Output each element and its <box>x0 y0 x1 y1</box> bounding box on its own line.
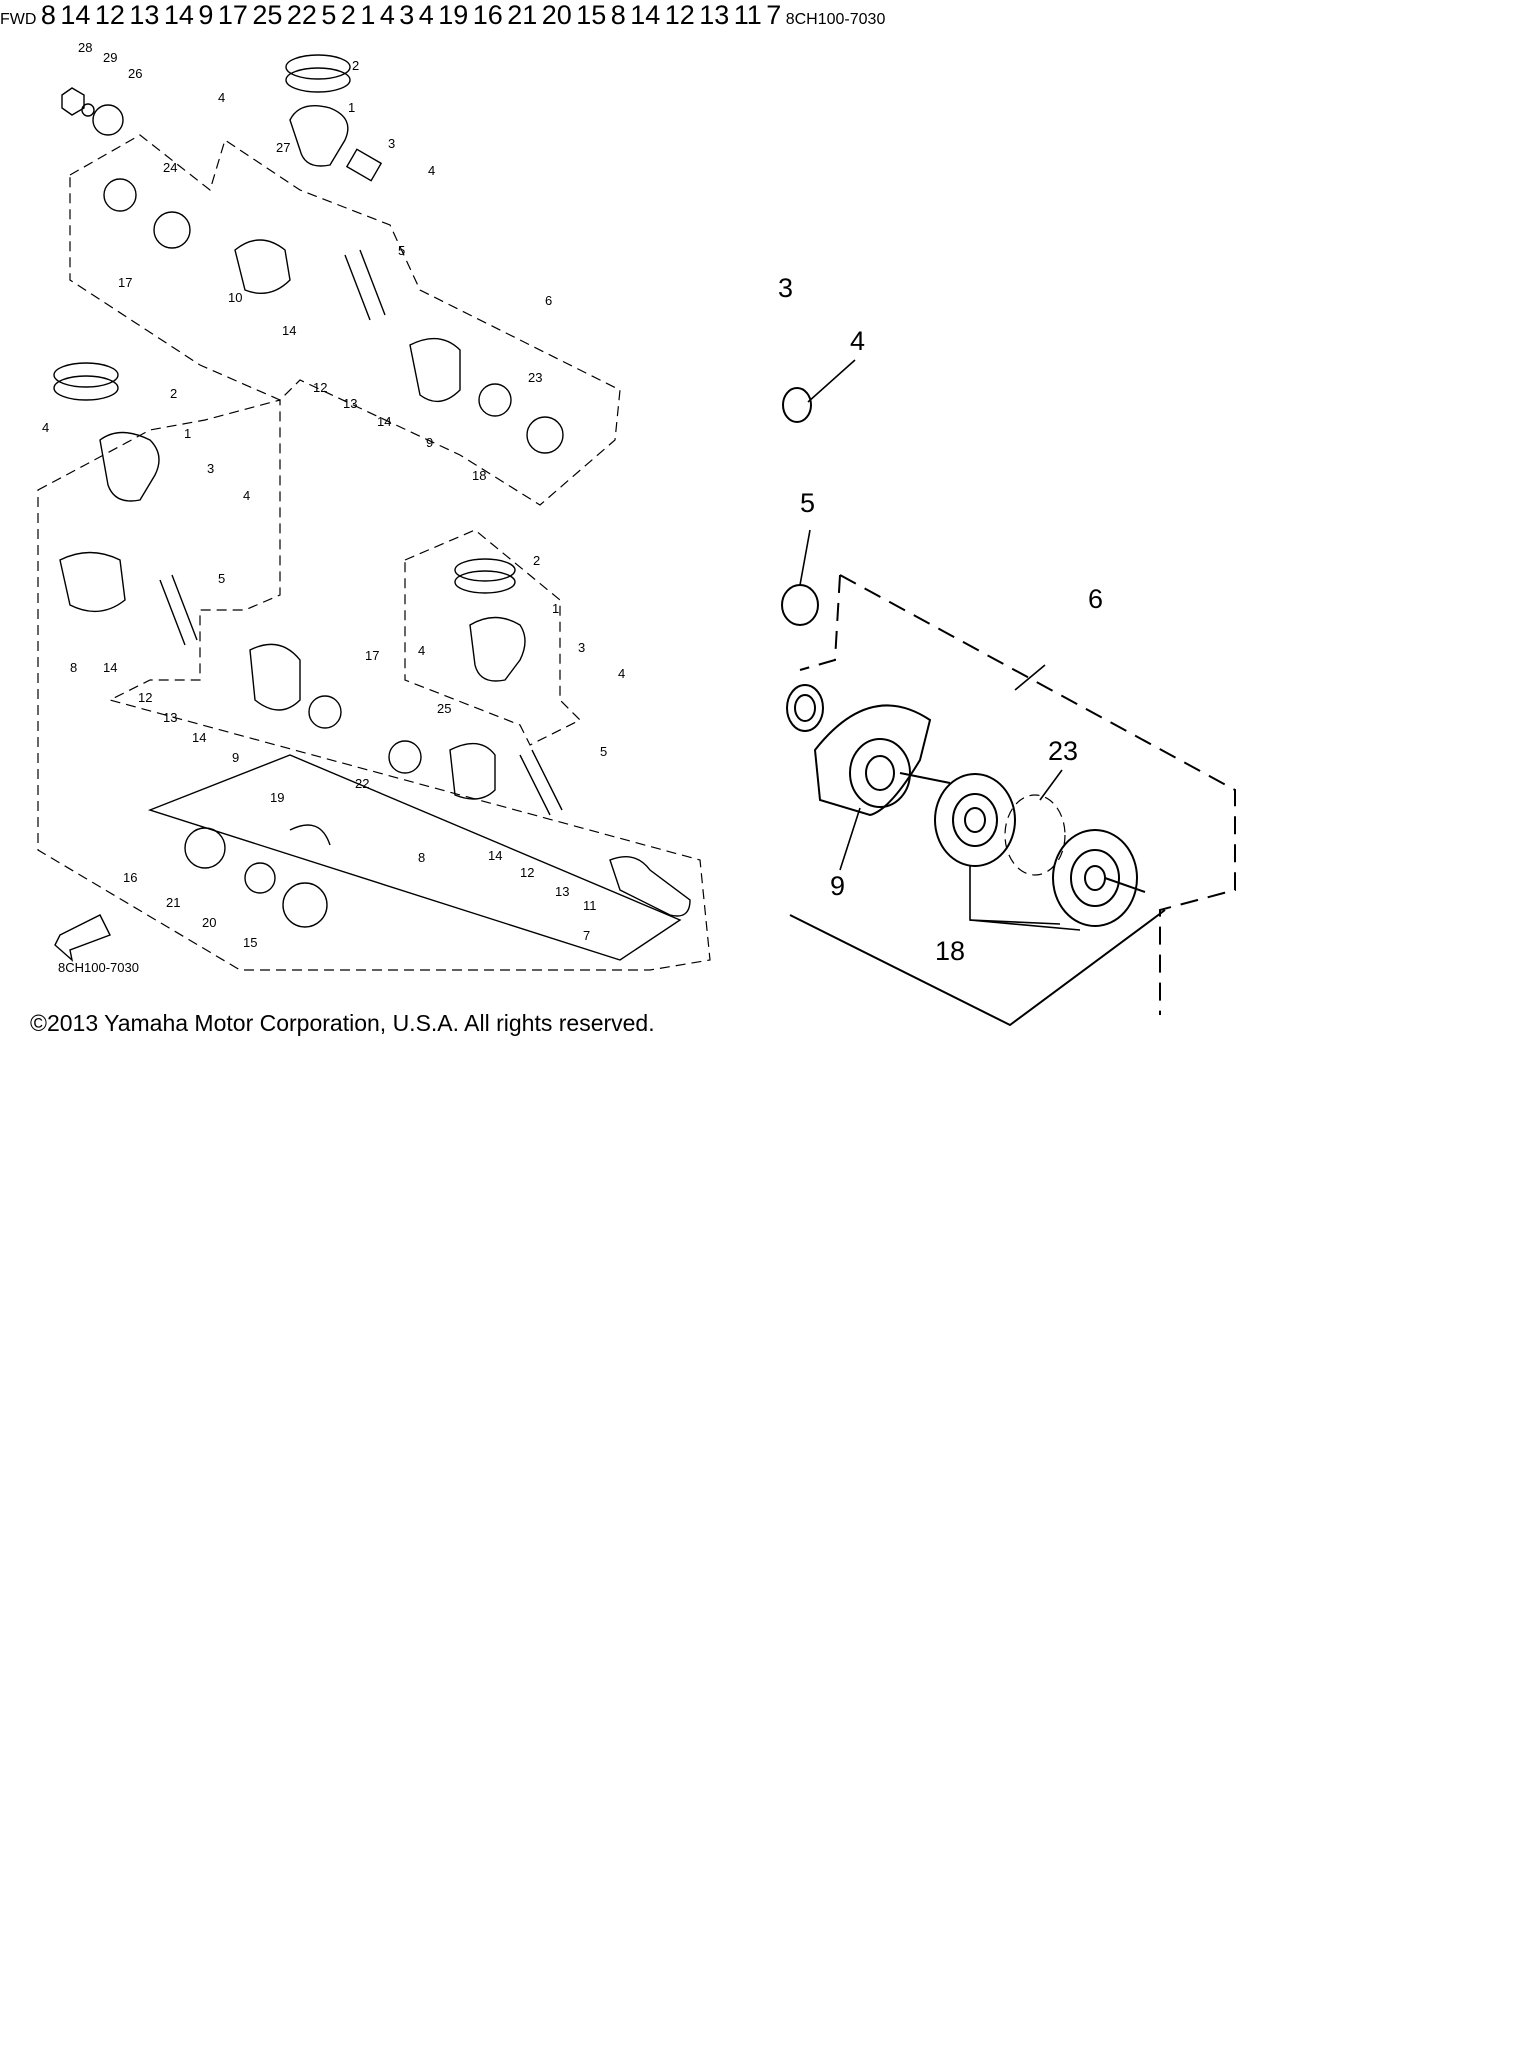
callout-3: 3 <box>207 461 214 476</box>
callout-4: 4 <box>42 420 49 435</box>
callout-1: 1 <box>184 426 191 441</box>
callout-4: 4 <box>418 643 425 658</box>
callout-27: 27 <box>276 140 290 155</box>
callout-17: 17 <box>118 275 132 290</box>
callout-14: 14 <box>630 0 661 30</box>
callout-4: 4 <box>428 163 435 178</box>
callout-14: 14 <box>192 730 206 745</box>
callout-5: 5 <box>600 744 607 759</box>
callout-10: 10 <box>228 290 242 305</box>
callout-9: 9 <box>232 750 239 765</box>
callout-17: 17 <box>365 648 379 663</box>
callout-16: 16 <box>472 0 503 30</box>
callout-12: 12 <box>313 380 327 395</box>
callout-11: 11 <box>583 898 597 913</box>
callout-11: 11 <box>733 0 762 30</box>
fwd-label: FWD <box>0 11 37 28</box>
callout-8: 8 <box>40 0 56 30</box>
callout-9: 9 <box>426 435 433 450</box>
callout-6: 6 <box>1088 584 1103 614</box>
callout-14: 14 <box>282 323 296 338</box>
detail-view-upper: 3 4 5 6 9 23 18 <box>778 273 1236 1027</box>
callout-13: 13 <box>129 0 160 30</box>
callout-25: 25 <box>437 701 451 716</box>
callout-15: 15 <box>576 0 607 30</box>
detail-view-lower: FWD 8 14 12 13 14 9 17 25 22 5 2 1 4 3 4… <box>0 0 886 30</box>
callout-12: 12 <box>94 0 125 30</box>
callout-19: 19 <box>270 790 284 805</box>
callout-8: 8 <box>610 0 626 30</box>
overview-diagram: 28 29 26 2 4 1 27 3 4 24 17 5 10 6 14 12… <box>37 40 711 975</box>
callout-7: 7 <box>583 928 590 943</box>
callout-1: 1 <box>348 100 355 115</box>
callout-1: 1 <box>360 0 376 30</box>
callout-25: 25 <box>252 0 283 30</box>
callout-3: 3 <box>399 0 415 30</box>
callout-29: 29 <box>103 50 117 65</box>
callout-12: 12 <box>664 0 695 30</box>
crop-partial-label-17: 17 <box>217 0 248 30</box>
callout-6: 6 <box>545 293 552 308</box>
callout-2: 2 <box>340 0 356 30</box>
callout-19: 19 <box>438 0 469 30</box>
callout-5: 5 <box>321 0 337 30</box>
callout-13: 13 <box>163 710 177 725</box>
callout-14: 14 <box>488 848 502 863</box>
crop-partial-label: 3 <box>778 273 793 303</box>
callout-8: 8 <box>418 850 425 865</box>
callout-14: 14 <box>60 0 91 30</box>
callout-20: 20 <box>541 0 572 30</box>
callout-22: 22 <box>355 776 369 791</box>
callout-21: 21 <box>166 895 180 910</box>
callout-5: 5 <box>800 488 815 518</box>
callout-13: 13 <box>343 396 357 411</box>
callout-26: 26 <box>128 66 142 81</box>
callout-28: 28 <box>78 40 92 55</box>
callout-4: 4 <box>418 0 434 30</box>
callout-4: 4 <box>243 488 250 503</box>
callout-3: 3 <box>578 640 585 655</box>
fwd-arrow-icon: FWD <box>0 11 41 28</box>
callout-4: 4 <box>218 90 225 105</box>
diagram-code-small: 8CH100-7030 <box>58 960 139 975</box>
callout-7: 7 <box>766 0 782 30</box>
callout-23: 23 <box>1048 736 1078 766</box>
callout-5: 5 <box>398 243 405 258</box>
callout-23: 23 <box>528 370 542 385</box>
callout-15: 15 <box>243 935 257 950</box>
callout-1: 1 <box>552 601 559 616</box>
diagram-code: 8CH100-7030 <box>785 11 886 28</box>
copyright-notice: ©2013 Yamaha Motor Corporation, U.S.A. A… <box>30 1010 655 1036</box>
callout-20: 20 <box>202 915 216 930</box>
callout-4: 4 <box>618 666 625 681</box>
callout-12: 12 <box>520 865 534 880</box>
callout-12: 12 <box>138 690 152 705</box>
callout-9: 9 <box>198 0 214 30</box>
callout-21: 21 <box>507 0 538 30</box>
callout-4: 4 <box>379 0 395 30</box>
callout-13: 13 <box>555 884 569 899</box>
callout-14: 14 <box>377 414 391 429</box>
callout-18: 18 <box>935 936 965 966</box>
callout-2: 2 <box>533 553 540 568</box>
callout-13: 13 <box>699 0 730 30</box>
callout-14: 14 <box>103 660 117 675</box>
callout-5: 5 <box>218 571 225 586</box>
callout-18: 18 <box>472 468 486 483</box>
callout-2: 2 <box>352 58 359 73</box>
callout-16: 16 <box>123 870 137 885</box>
callout-24: 24 <box>163 160 177 175</box>
callout-3: 3 <box>388 136 395 151</box>
callout-14: 14 <box>163 0 194 30</box>
callout-9: 9 <box>830 871 845 901</box>
callout-22: 22 <box>286 0 317 30</box>
callout-2: 2 <box>170 386 177 401</box>
callout-4: 4 <box>850 326 865 356</box>
callout-8: 8 <box>70 660 77 675</box>
